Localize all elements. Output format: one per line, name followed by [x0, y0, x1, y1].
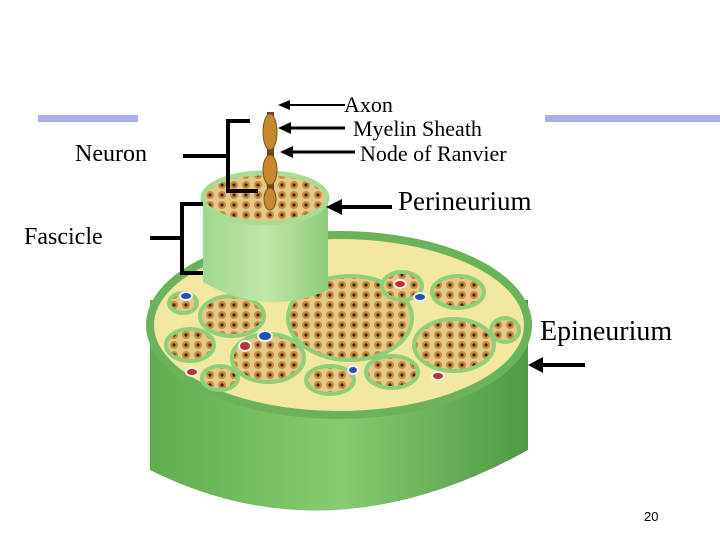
fascicle-label: Fascicle	[24, 224, 103, 250]
myelin-sheath-label: Myelin Sheath	[353, 116, 482, 141]
epineurium-label: Epineurium	[540, 316, 673, 347]
fascicle-bundles	[164, 270, 521, 396]
neuron-label: Neuron	[75, 141, 147, 167]
page-number: 20	[644, 509, 659, 524]
blood-vessels	[179, 279, 445, 381]
axon-label: Axon	[344, 92, 393, 117]
neuron-bracket	[183, 119, 258, 193]
left-accent-bar	[38, 115, 138, 122]
node-of-ranvier-arrow	[280, 146, 355, 158]
right-accent-bar	[545, 115, 720, 122]
node-of-ranvier-label: Node of Ranvier	[360, 141, 507, 166]
perineurium-label: Perineurium	[398, 186, 532, 216]
axon-arrow	[278, 100, 345, 110]
myelin-sheath-arrow	[278, 122, 345, 134]
neuron-axon	[262, 112, 278, 211]
fascicle-bracket	[150, 202, 203, 275]
perineurium-arrow	[326, 199, 392, 215]
epineurium-arrow	[528, 357, 585, 373]
